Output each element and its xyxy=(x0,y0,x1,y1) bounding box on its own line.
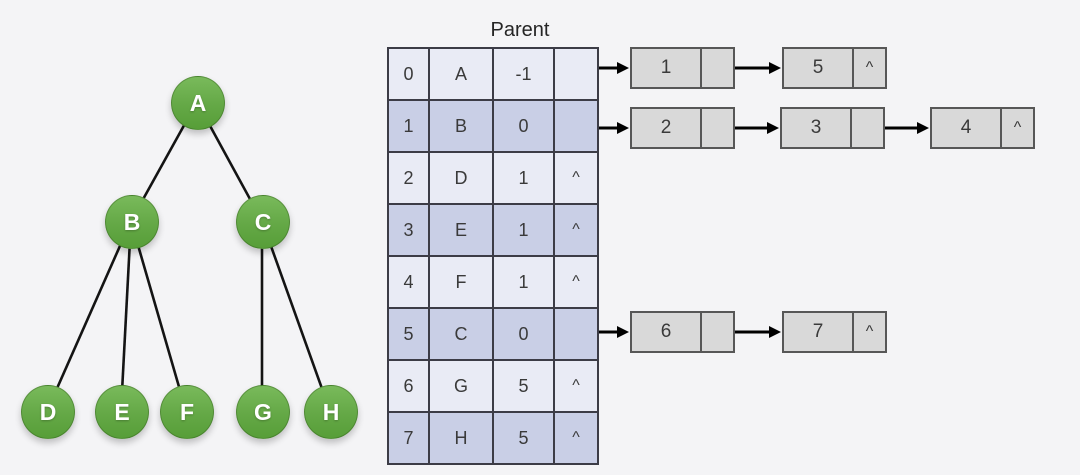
cell-node: G xyxy=(430,361,494,413)
arrowhead xyxy=(617,62,629,74)
next-pointer-cell xyxy=(702,49,733,87)
cell-index: 6 xyxy=(389,361,430,413)
list-node-value: 1 xyxy=(632,49,702,87)
arrowhead xyxy=(617,326,629,338)
edge-B-F xyxy=(129,220,188,412)
arrowhead xyxy=(917,122,929,134)
cell-index: 1 xyxy=(389,101,430,153)
arrowhead xyxy=(769,62,781,74)
cell-index: 7 xyxy=(389,413,430,465)
table-row-4: 4 F 1 ^ xyxy=(389,257,599,309)
cell-parent: 0 xyxy=(494,101,555,153)
cell-child-pointer-null: ^ xyxy=(555,205,599,257)
next-pointer-null: ^ xyxy=(865,323,874,340)
tree-edges xyxy=(45,101,332,412)
next-pointer-null: ^ xyxy=(865,59,874,76)
cell-index: 5 xyxy=(389,309,430,361)
cell-child-pointer-null: ^ xyxy=(555,361,599,413)
cell-child-pointer xyxy=(555,309,599,361)
tree-node-E: E xyxy=(95,385,149,439)
edge-B-D xyxy=(45,220,133,412)
table-row-5: 5 C 0 xyxy=(389,309,599,361)
cell-parent: 0 xyxy=(494,309,555,361)
table-row-0: 0 A -1 xyxy=(389,49,599,101)
cell-child-pointer xyxy=(555,49,599,101)
cell-node: H xyxy=(430,413,494,465)
table-title: Parent xyxy=(490,19,550,41)
list-node-2: 2 xyxy=(630,107,735,149)
table-row-7: 7 H 5 ^ xyxy=(389,413,599,465)
table-row-3: 3 E 1 ^ xyxy=(389,205,599,257)
cell-index: 3 xyxy=(389,205,430,257)
cell-child-pointer xyxy=(555,101,599,153)
edge-C-H xyxy=(260,220,332,412)
cell-parent: 1 xyxy=(494,205,555,257)
list-node-value: 2 xyxy=(632,109,702,147)
tree-node-G: G xyxy=(236,385,290,439)
list-node-1: 1 xyxy=(630,47,735,89)
cell-node: D xyxy=(430,153,494,205)
cell-node: C xyxy=(430,309,494,361)
cell-index: 0 xyxy=(389,49,430,101)
arrowhead xyxy=(769,326,781,338)
cell-node: B xyxy=(430,101,494,153)
next-pointer-cell xyxy=(702,313,733,351)
table-row-2: 2 D 1 ^ xyxy=(389,153,599,205)
list-node-7: 7 ^ xyxy=(782,311,887,353)
table-row-6: 6 G 5 ^ xyxy=(389,361,599,413)
next-pointer-null: ^ xyxy=(1013,119,1022,136)
cell-child-pointer-null: ^ xyxy=(555,413,599,465)
next-pointer-cell xyxy=(852,109,883,147)
table-row-1: 1 B 0 xyxy=(389,101,599,153)
cell-index: 2 xyxy=(389,153,430,205)
cell-parent: 5 xyxy=(494,361,555,413)
list-node-4: 4 ^ xyxy=(930,107,1035,149)
cell-parent: 1 xyxy=(494,153,555,205)
cell-node: F xyxy=(430,257,494,309)
list-node-value: 4 xyxy=(932,109,1002,147)
cell-parent: 5 xyxy=(494,413,555,465)
list-node-value: 6 xyxy=(632,313,702,351)
cell-child-pointer-null: ^ xyxy=(555,257,599,309)
arrowhead xyxy=(767,122,779,134)
tree-node-H: H xyxy=(304,385,358,439)
edge-B-E xyxy=(119,220,133,412)
pointer-arrows xyxy=(566,62,929,338)
next-pointer-cell xyxy=(702,109,733,147)
parent-array-table: 0 A -1 1 B 0 2 D 1 ^ 3 E 1 ^ 4 F 1 ^ xyxy=(387,47,599,465)
tree-node-C: C xyxy=(236,195,290,249)
cell-node: A xyxy=(430,49,494,101)
tree-node-A: A xyxy=(171,76,225,130)
arrowhead xyxy=(617,122,629,134)
tree-node-D: D xyxy=(21,385,75,439)
list-node-5: 5 ^ xyxy=(782,47,887,89)
list-node-value: 5 xyxy=(784,49,854,87)
cell-parent: 1 xyxy=(494,257,555,309)
list-node-3: 3 xyxy=(780,107,885,149)
tree-node-B: B xyxy=(105,195,159,249)
list-node-value: 7 xyxy=(784,313,854,351)
list-node-value: 3 xyxy=(782,109,852,147)
cell-index: 4 xyxy=(389,257,430,309)
cell-child-pointer-null: ^ xyxy=(555,153,599,205)
list-node-6: 6 xyxy=(630,311,735,353)
cell-parent: -1 xyxy=(494,49,555,101)
tree-node-F: F xyxy=(160,385,214,439)
cell-node: E xyxy=(430,205,494,257)
